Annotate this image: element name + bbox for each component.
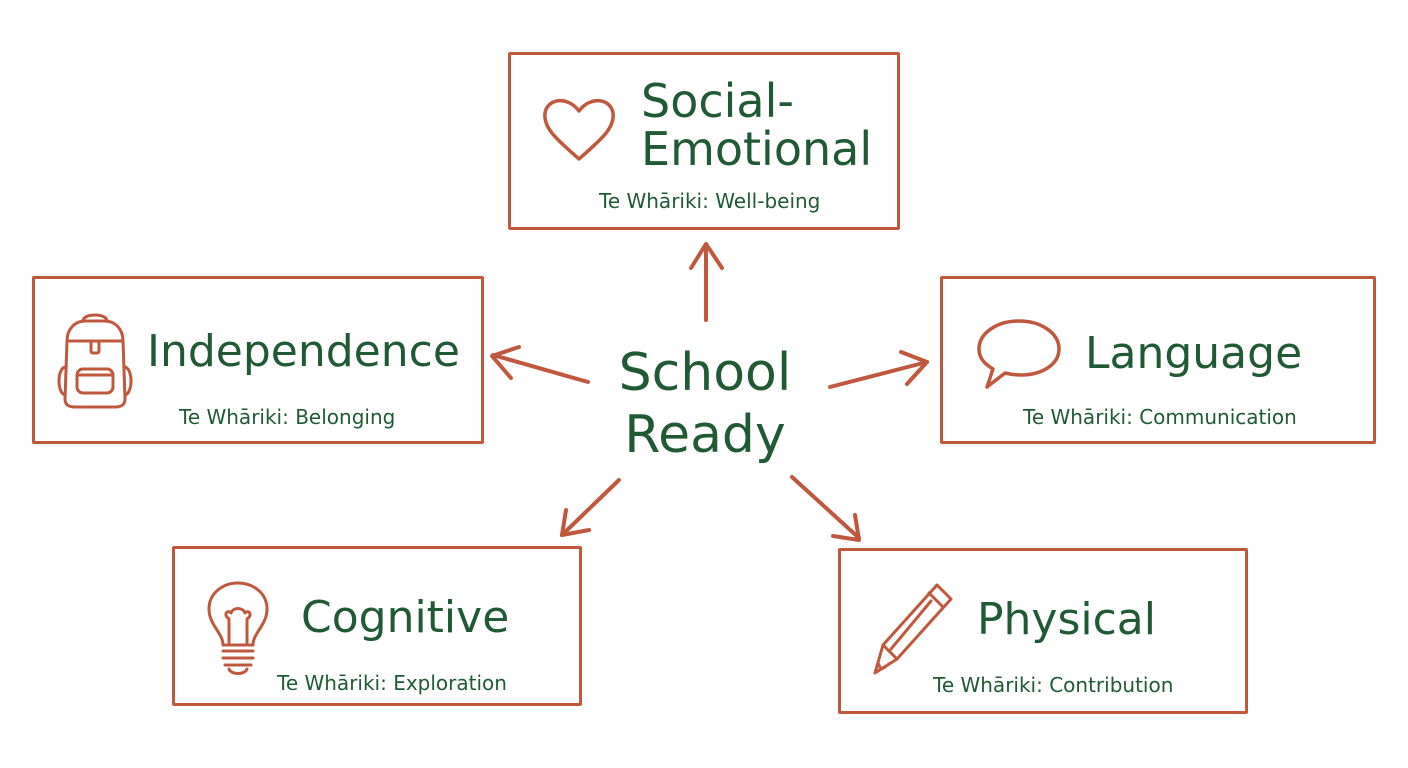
- lightbulb-icon: [207, 581, 269, 675]
- arrow-to-social-emotional: [689, 242, 724, 322]
- node-physical: Physical Te Whāriki: Contribution: [838, 548, 1248, 714]
- arrow-to-cognitive: [560, 478, 621, 537]
- node-social-emotional: Social- Emotional Te Whāriki: Well-being: [508, 52, 900, 230]
- center-title-line2: Ready: [624, 405, 786, 466]
- arrow-to-physical: [790, 475, 861, 542]
- pencil-icon: [873, 583, 953, 675]
- backpack-icon: [57, 313, 133, 409]
- node-title: Physical: [977, 594, 1156, 645]
- center-title-line1: School: [618, 343, 792, 403]
- heart-icon: [543, 99, 615, 161]
- node-subtitle: Te Whāriki: Belonging: [179, 405, 396, 429]
- node-language: Language Te Whāriki: Communication: [940, 276, 1376, 444]
- arrow-to-independence: [490, 345, 590, 384]
- node-independence: Independence Te Whāriki: Belonging: [32, 276, 484, 444]
- speech-bubble-icon: [977, 319, 1061, 389]
- node-subtitle: Te Whāriki: Well-being: [599, 189, 821, 213]
- node-subtitle: Te Whāriki: Contribution: [933, 673, 1174, 697]
- node-title: Independence: [147, 326, 460, 377]
- node-subtitle: Te Whāriki: Communication: [1023, 405, 1297, 429]
- center-node: School Ready: [600, 342, 810, 467]
- node-cognitive: Cognitive Te Whāriki: Exploration: [172, 546, 582, 706]
- node-title: Cognitive: [301, 592, 510, 643]
- node-title: Language: [1085, 328, 1303, 379]
- node-title: Social- Emotional: [641, 74, 873, 177]
- arrow-to-language: [828, 350, 929, 389]
- node-subtitle: Te Whāriki: Exploration: [277, 671, 507, 695]
